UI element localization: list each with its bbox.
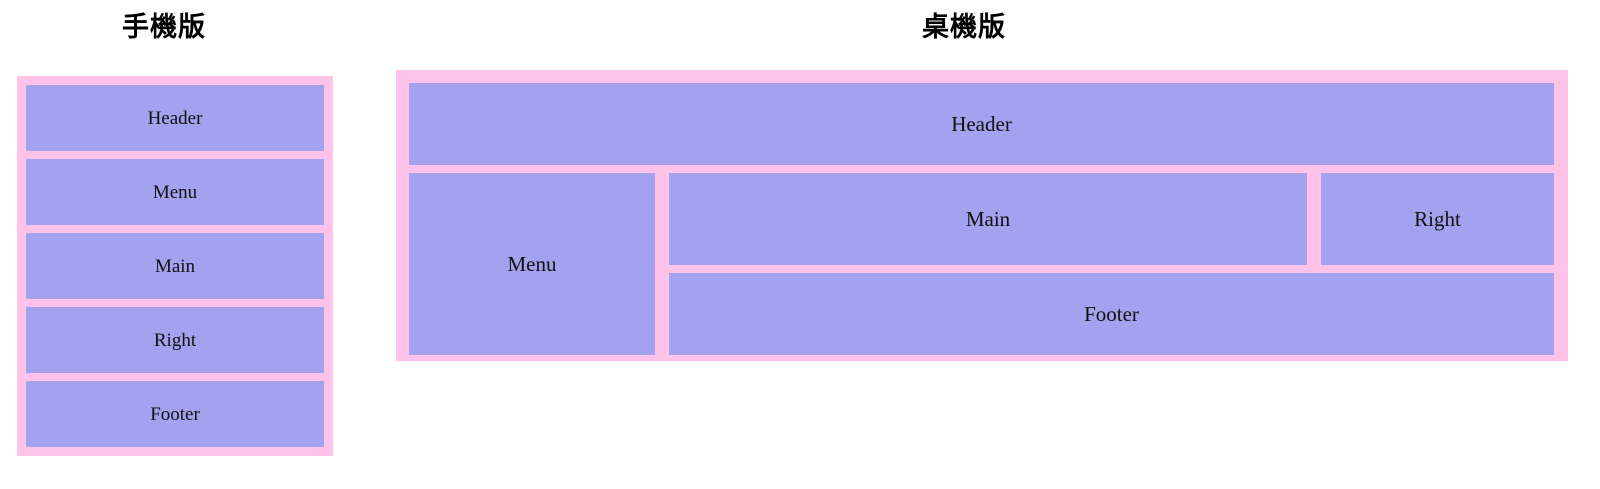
- mobile-block-main: Main: [26, 233, 324, 299]
- mobile-block-header: Header: [26, 85, 324, 151]
- mobile-layout-container: Header Menu Main Right Footer: [17, 76, 333, 456]
- mobile-block-menu: Menu: [26, 159, 324, 225]
- desktop-section-heading: 桌機版: [922, 12, 1006, 43]
- desktop-block-header: Header: [409, 83, 1554, 165]
- mobile-section-heading: 手機版: [122, 12, 206, 43]
- desktop-block-footer: Footer: [669, 273, 1554, 355]
- mobile-block-footer: Footer: [26, 381, 324, 447]
- mobile-block-right: Right: [26, 307, 324, 373]
- desktop-block-right: Right: [1321, 173, 1554, 265]
- desktop-block-menu: Menu: [409, 173, 655, 355]
- desktop-layout-container: Header Menu Main Right Footer: [396, 70, 1568, 361]
- desktop-block-main: Main: [669, 173, 1307, 265]
